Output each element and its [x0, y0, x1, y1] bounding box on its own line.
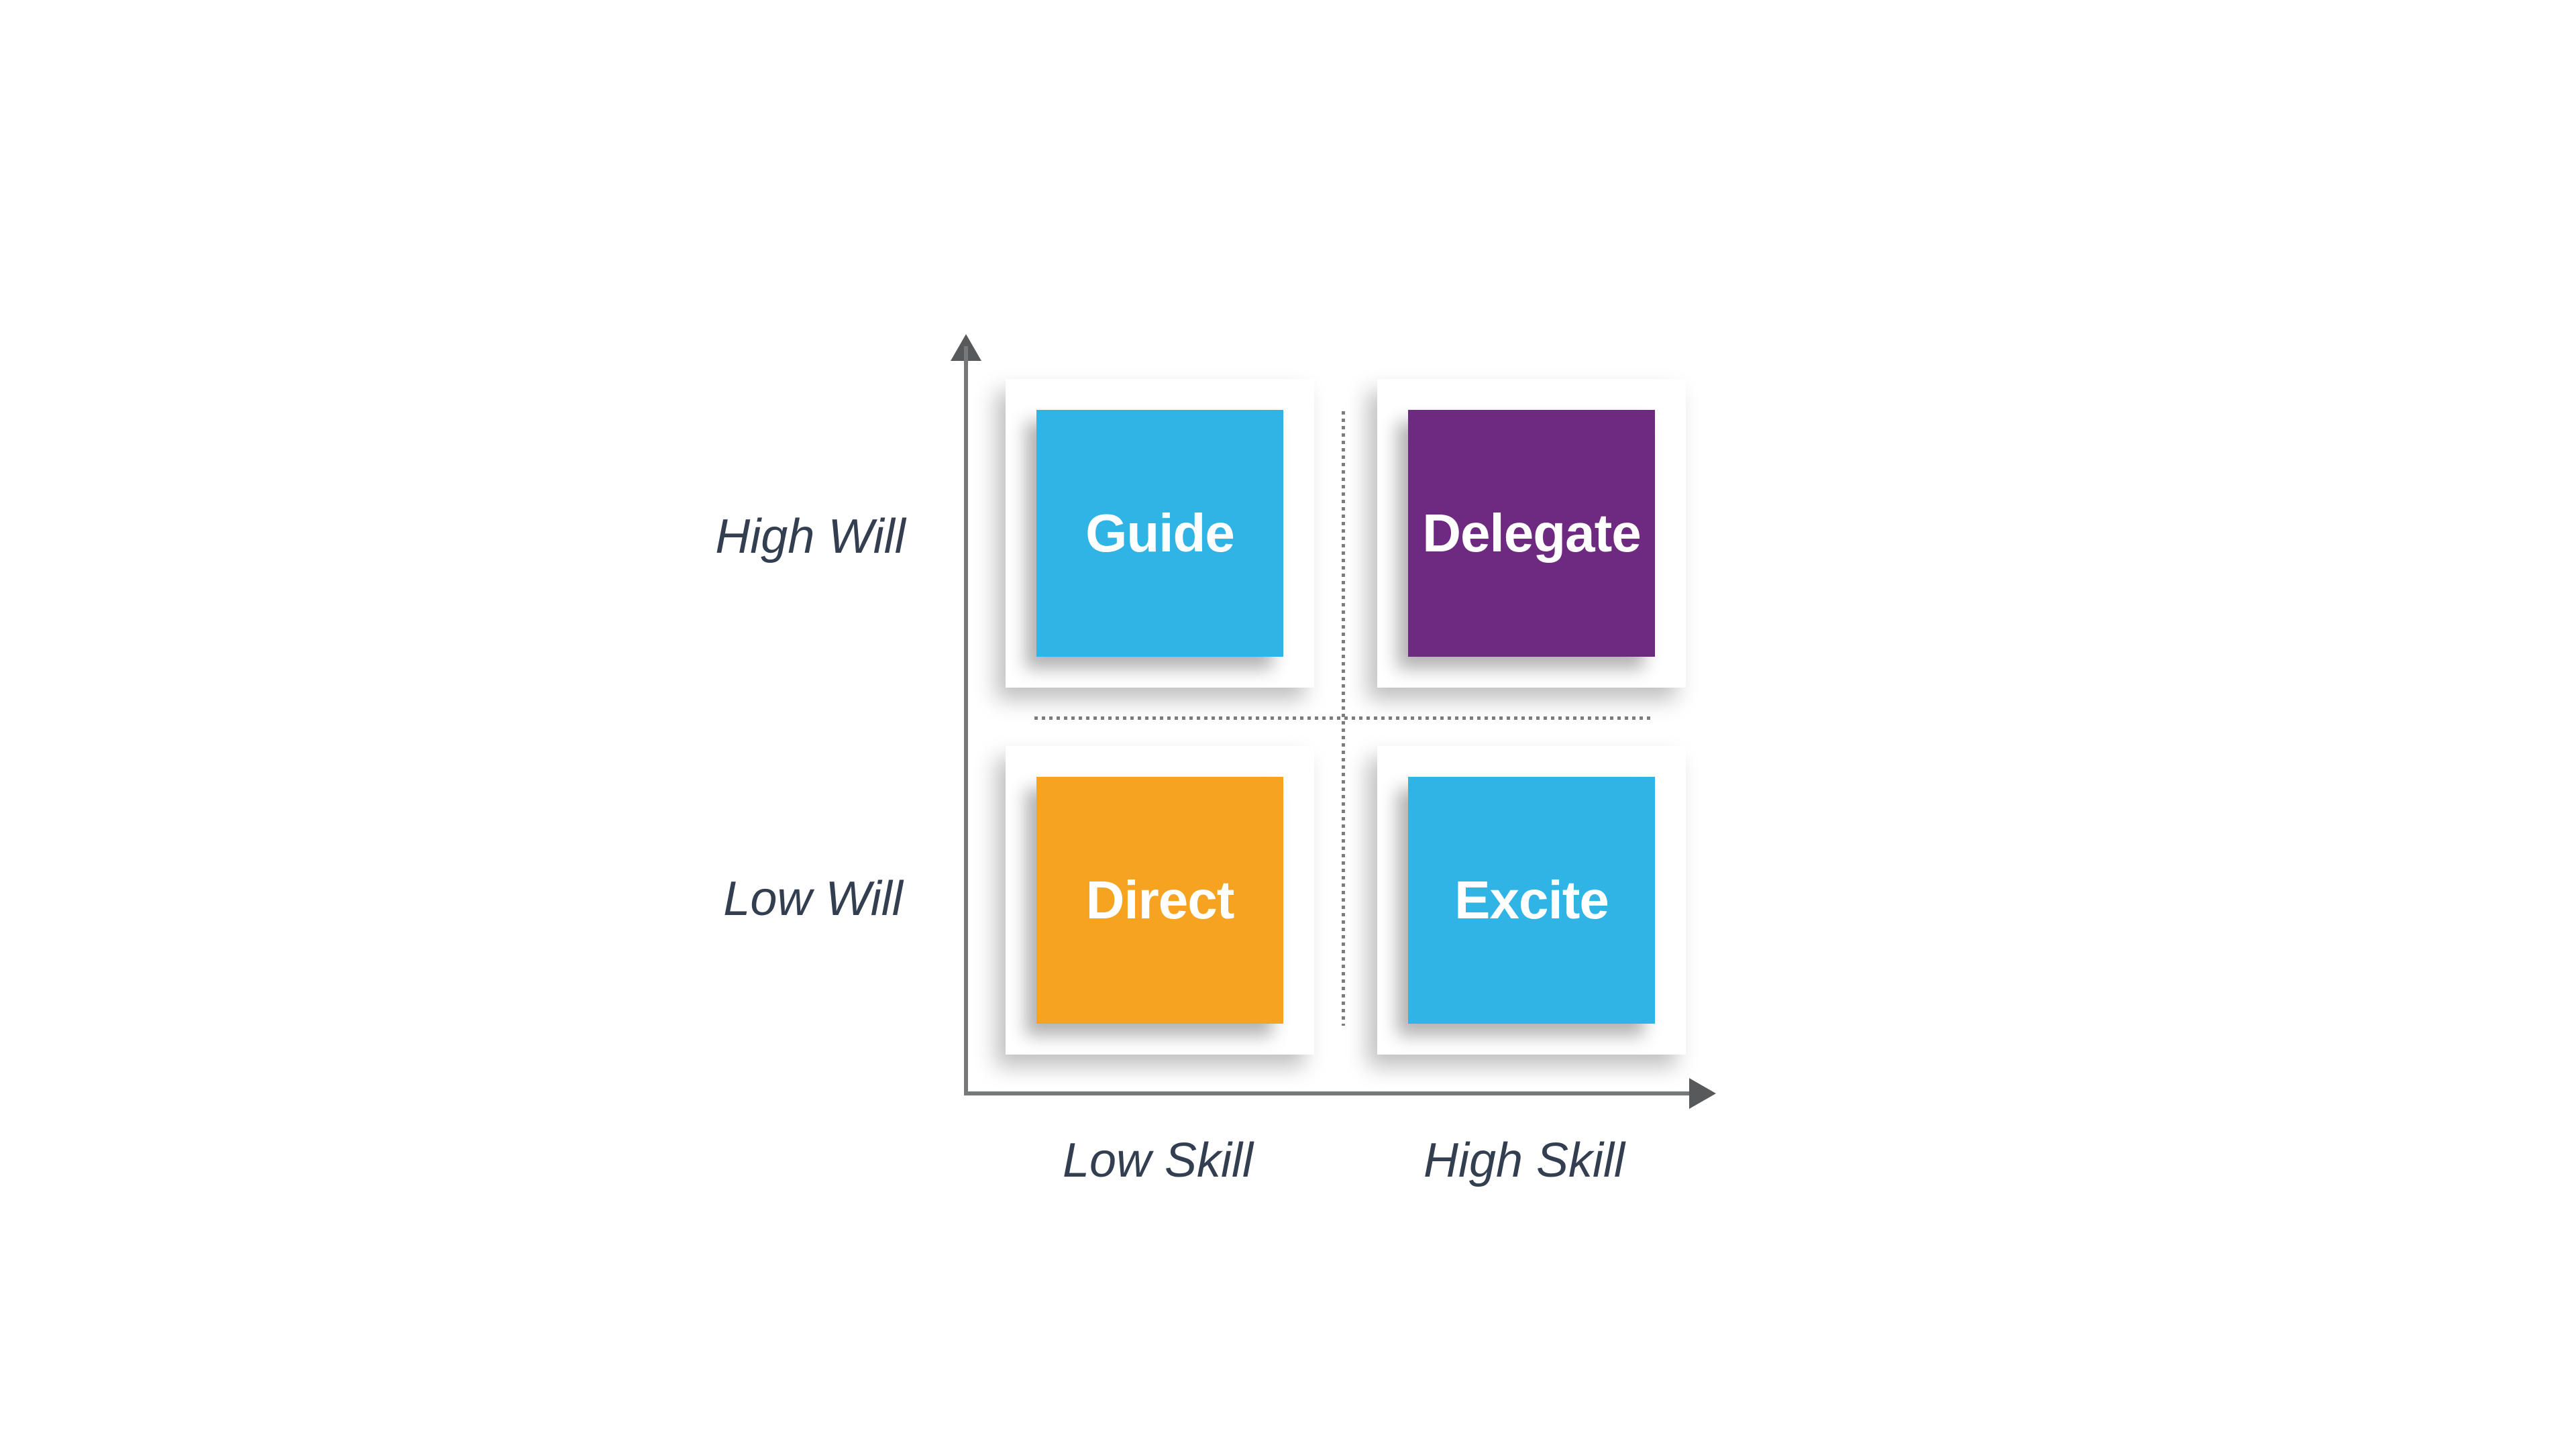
quadrant-card-top-right: Delegate — [1377, 379, 1686, 688]
x-axis-arrow-icon — [1689, 1078, 1716, 1109]
quadrant-label: Delegate — [1422, 503, 1641, 563]
quadrant-label: Excite — [1454, 870, 1609, 930]
y-axis-label-high-will: High Will — [715, 510, 906, 564]
y-axis-line — [964, 346, 968, 1095]
x-axis-line — [964, 1091, 1691, 1095]
quadrant-square-direct: Direct — [1036, 777, 1283, 1024]
x-axis-label-low-skill: Low Skill — [1062, 1134, 1254, 1187]
quadrant-square-excite: Excite — [1408, 777, 1655, 1024]
quadrant-label: Guide — [1085, 503, 1235, 563]
horizontal-dotted-divider — [1034, 716, 1653, 720]
quadrant-card-bottom-right: Excite — [1377, 746, 1686, 1055]
quadrant-label: Direct — [1085, 870, 1235, 930]
quadrant-card-top-left: Guide — [1006, 379, 1314, 688]
quadrant-square-delegate: Delegate — [1408, 410, 1655, 657]
quadrant-square-guide: Guide — [1036, 410, 1283, 657]
x-axis-label-high-skill: High Skill — [1423, 1134, 1625, 1187]
quadrant-card-bottom-left: Direct — [1006, 746, 1314, 1055]
y-axis-label-low-will: Low Will — [723, 872, 903, 926]
